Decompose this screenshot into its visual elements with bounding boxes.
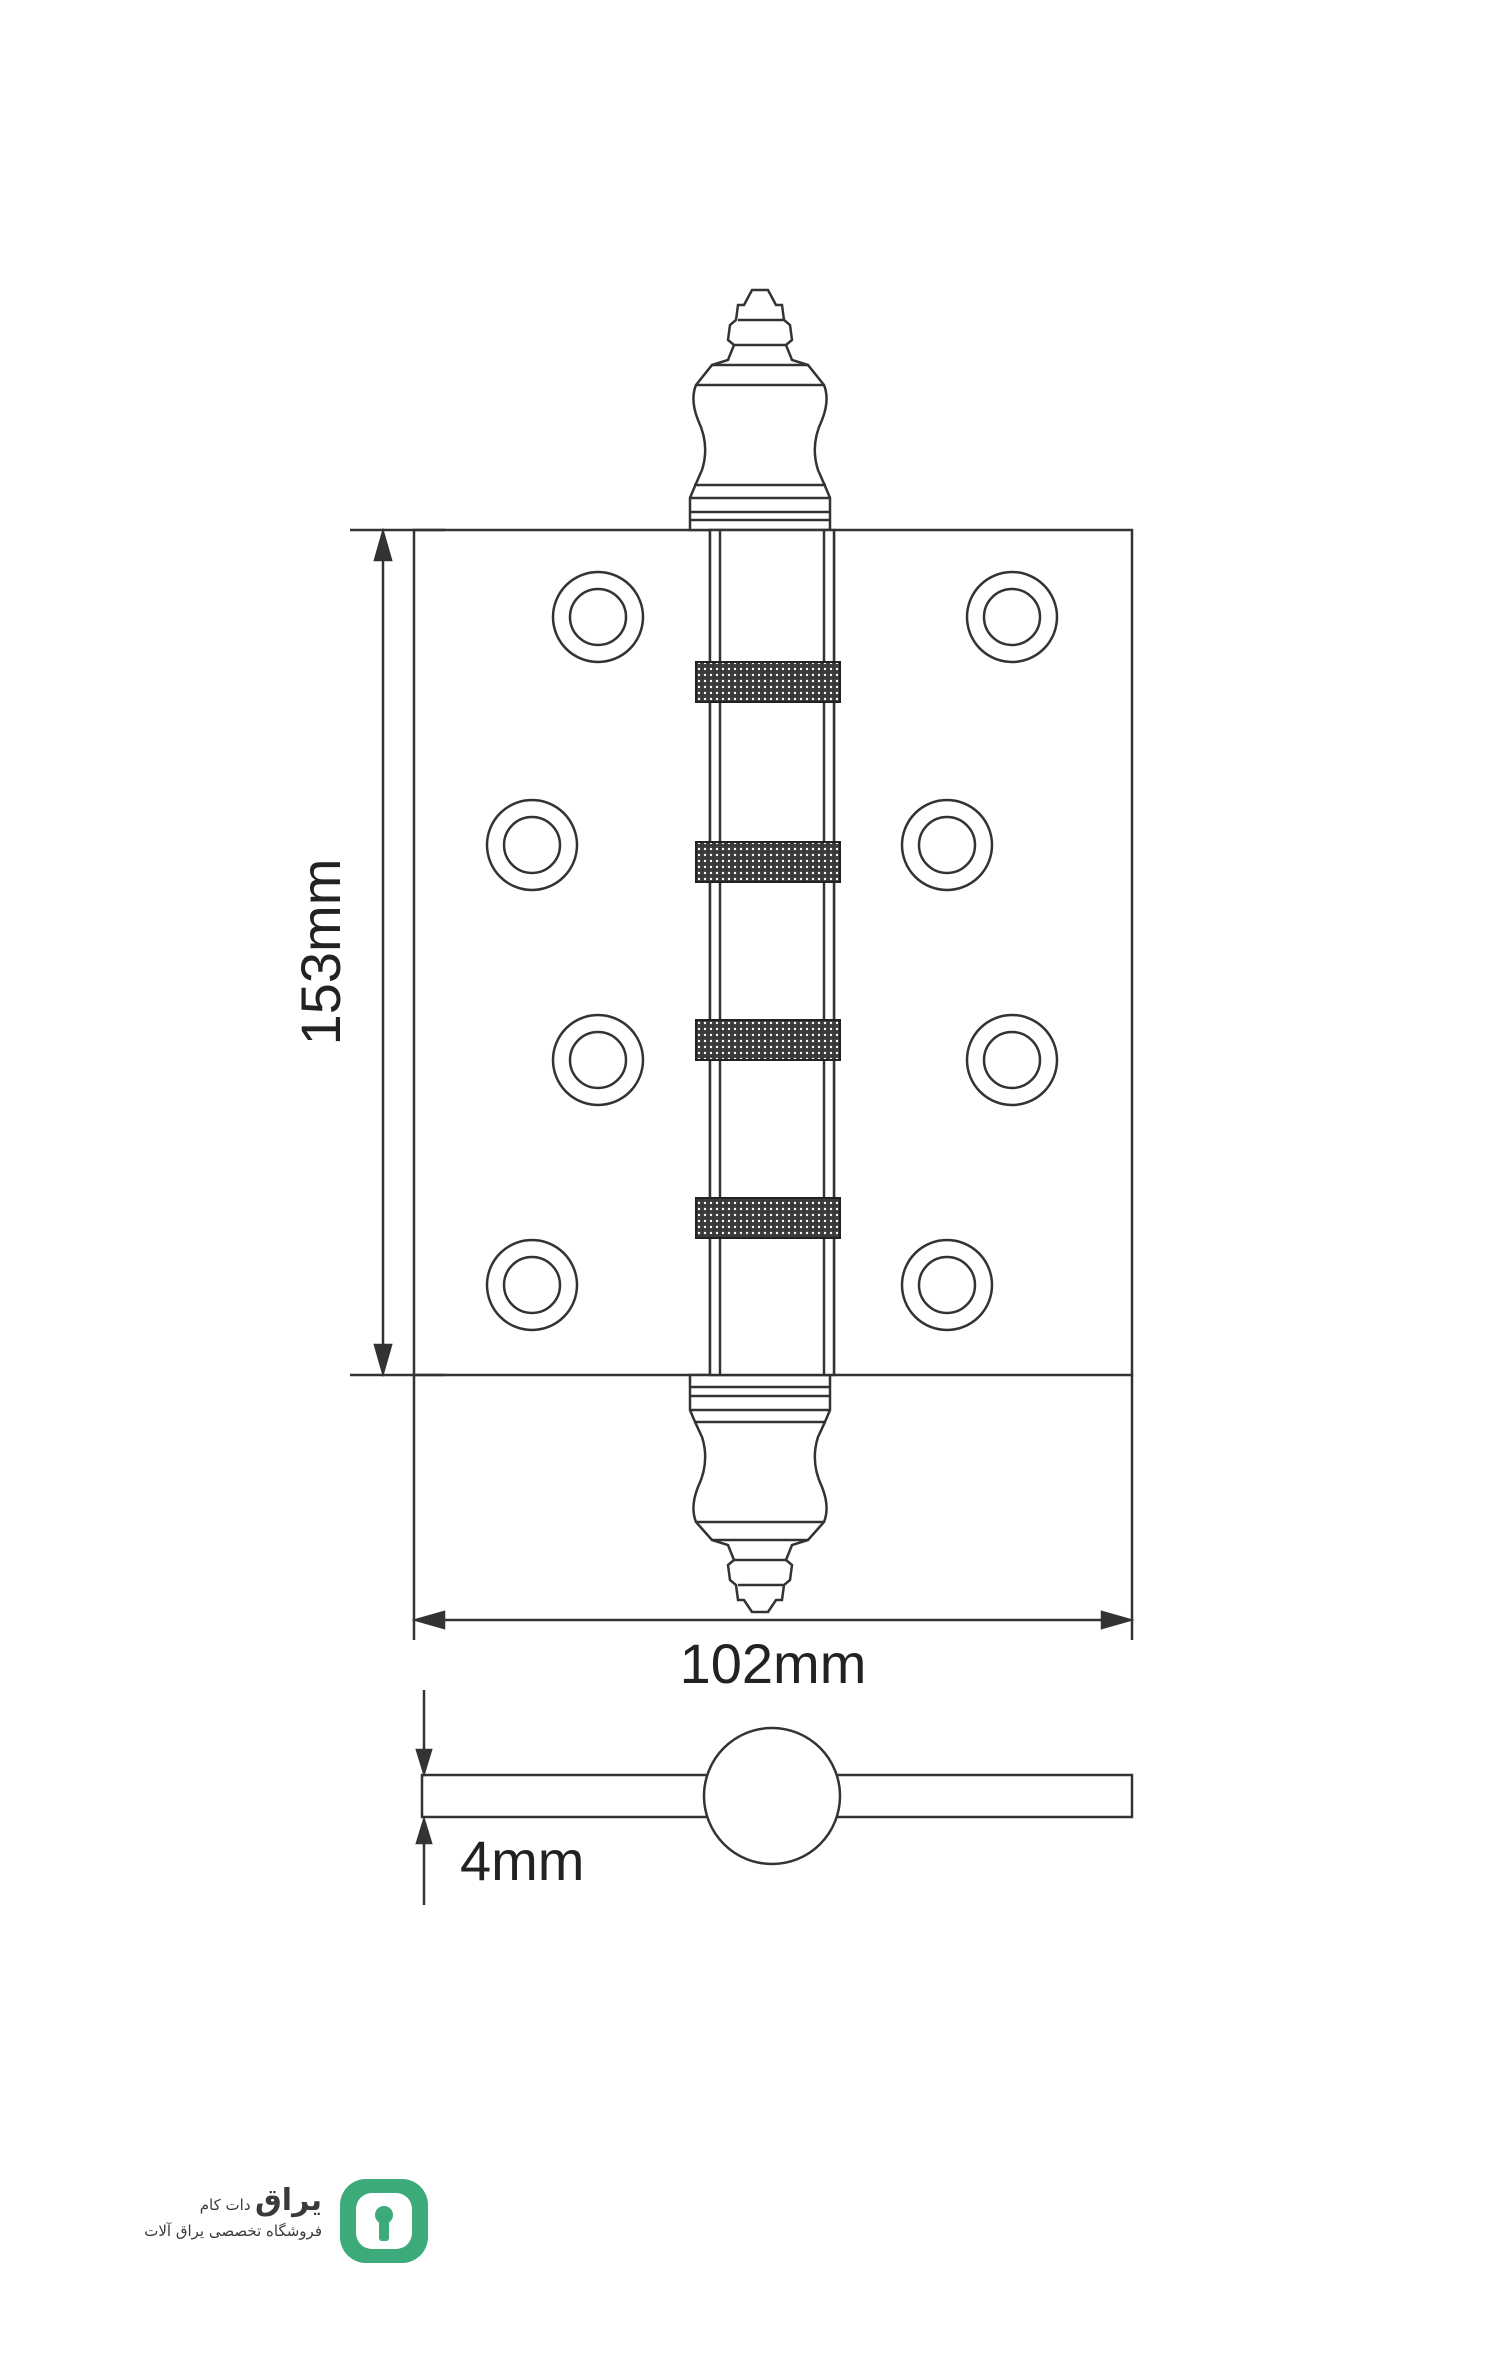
screw-hole <box>900 798 994 892</box>
screw-hole <box>551 570 645 664</box>
brand-tagline: فروشگاه تخصصی یراق آلات <box>144 2222 322 2240</box>
hinge-side-view <box>420 1726 1134 1866</box>
hinge-knuckle-barrel <box>708 528 836 1377</box>
screw-hole <box>485 1238 579 1332</box>
width-dimension-label: 102mm <box>680 1632 867 1695</box>
hinge-right-leaf <box>832 528 1134 1377</box>
height-dimension-label: 153mm <box>289 859 352 1046</box>
bearing-ring <box>695 1197 841 1239</box>
bearing-ring <box>695 841 841 883</box>
width-dimension-line <box>411 1375 1135 1640</box>
screw-hole <box>965 1013 1059 1107</box>
thickness-dimension-label: 4mm <box>460 1829 584 1892</box>
hinge-left-leaf <box>412 528 712 1377</box>
bottom-finial <box>688 1373 832 1614</box>
screw-hole <box>900 1238 994 1332</box>
brand-suffix: دات کام <box>199 2196 251 2214</box>
brand-text-block: یراق دات کام فروشگاه تخصصی یراق آلات <box>144 2183 322 2240</box>
keyhole-logo-icon <box>340 2179 428 2263</box>
height-dimension-line <box>350 527 445 1378</box>
bearing-ring <box>695 661 841 703</box>
top-finial <box>688 288 832 532</box>
screw-hole <box>551 1013 645 1107</box>
brand-logo: یراق دات کام فروشگاه تخصصی یراق آلات <box>102 2175 432 2267</box>
thickness-dimension-line <box>415 1690 433 1905</box>
brand-name: یراق <box>254 2183 322 2218</box>
screw-hole <box>485 798 579 892</box>
screw-hole <box>965 570 1059 664</box>
bearing-ring <box>695 1019 841 1061</box>
